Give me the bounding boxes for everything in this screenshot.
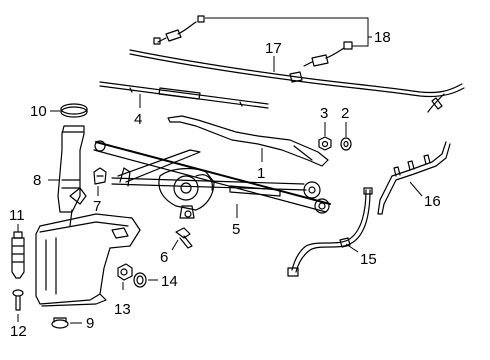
callout-9: 9	[86, 315, 94, 332]
callout-1-label: 1	[257, 165, 265, 182]
callout-12-label: 12	[10, 323, 27, 340]
callout-6: 6	[160, 249, 168, 266]
callout-7: 7	[93, 198, 101, 215]
callout-18-label: 18	[374, 29, 391, 46]
callout-6-label: 6	[160, 249, 168, 266]
part-17-hose	[129, 49, 465, 113]
part-16-hose-assembly	[377, 141, 451, 215]
callout-10-label: 10	[30, 103, 47, 120]
callout-11: 11	[9, 207, 25, 224]
callout-1: 1	[257, 165, 265, 182]
reservoir	[35, 209, 141, 307]
callout-7-label: 7	[93, 198, 101, 215]
callout-8: 8	[33, 172, 41, 189]
callout-2: 2	[341, 105, 349, 122]
callout-9-label: 9	[86, 315, 94, 332]
callout-4: 4	[134, 111, 142, 128]
callout-4-label: 4	[134, 111, 142, 128]
callout-16: 16	[424, 193, 441, 210]
part-7-clip	[93, 167, 107, 185]
part-15-hose	[287, 187, 373, 277]
part-18-nozzles	[153, 15, 353, 67]
part-14-plug	[133, 272, 147, 288]
part-5-wiper-linkage	[93, 140, 331, 219]
part-8-filler-neck	[57, 125, 87, 213]
part-4-wiper-blade	[99, 81, 269, 109]
part-3-nut	[318, 136, 332, 151]
part-12-screw	[12, 289, 24, 311]
callout-12: 12	[10, 323, 27, 340]
part-6-bolt	[175, 227, 193, 249]
callout-3-label: 3	[320, 105, 328, 122]
callout-16-label: 16	[424, 193, 441, 210]
callout-18: 18	[374, 29, 391, 46]
part-11-pump	[11, 231, 25, 279]
callout-14-label: 14	[161, 273, 178, 290]
callout-13-label: 13	[114, 301, 131, 318]
callout-17: 17	[265, 40, 282, 57]
callout-8-label: 8	[33, 172, 41, 189]
callout-13: 13	[114, 301, 131, 318]
part-10-cap	[60, 103, 88, 118]
part-2-washer	[340, 137, 352, 151]
callout-5: 5	[232, 221, 240, 238]
callout-14: 14	[161, 273, 178, 290]
part-13-seal	[117, 263, 133, 281]
part-1-wiper-arm	[167, 115, 329, 167]
callout-10: 10	[30, 103, 47, 120]
callout-17-label: 17	[265, 40, 282, 57]
callout-2-label: 2	[341, 105, 349, 122]
part-9-grommet	[51, 317, 69, 329]
callout-5-label: 5	[232, 221, 240, 238]
callout-15: 15	[360, 251, 377, 268]
callout-15-label: 15	[360, 251, 377, 268]
callout-3: 3	[320, 105, 328, 122]
callout-11-label: 11	[9, 207, 25, 224]
